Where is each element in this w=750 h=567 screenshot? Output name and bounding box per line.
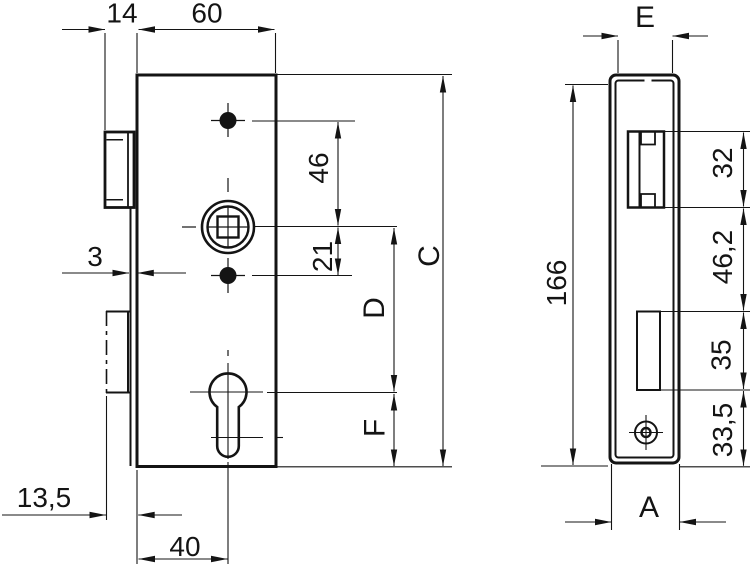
- lock-case-front: [135, 73, 278, 468]
- side-view-dimensions: [541, 32, 750, 530]
- latch-cutout-side: [626, 130, 666, 209]
- label-F: F: [359, 419, 392, 437]
- spindle-hub: [182, 199, 256, 255]
- label-60: 60: [191, 0, 222, 29]
- label-46: 46: [303, 152, 334, 183]
- dim-backset: [136, 462, 229, 564]
- label-33-5: 33,5: [707, 403, 738, 458]
- label-13-5: 13,5: [17, 482, 72, 513]
- dimension-labels: 14 60 3 13,5 40 46 21 C D F E 166 32 46,…: [17, 0, 738, 562]
- latch-bolt-front: [103, 130, 136, 209]
- front-view: [103, 73, 283, 468]
- dim-spindle-to-cylinder: [267, 228, 398, 394]
- deadbolt-front: [105, 310, 130, 394]
- label-40: 40: [169, 531, 200, 562]
- cylinder-hole: [190, 363, 283, 459]
- screw-hole-side: [629, 415, 663, 450]
- label-14: 14: [106, 0, 137, 29]
- dim-bolt-protrusion: [2, 396, 182, 520]
- front-view-dimensions: [2, 26, 452, 564]
- deadbolt-cutout-side: [636, 310, 661, 391]
- screw-hole-bottom: [211, 258, 245, 293]
- label-3: 3: [87, 241, 103, 272]
- label-46-2: 46,2: [707, 230, 738, 285]
- dim-faceplate-width: [583, 32, 708, 73]
- label-35: 35: [706, 339, 737, 370]
- dim-case-width: [138, 26, 277, 73]
- dim-case-height: [277, 76, 452, 468]
- dim-screw-to-spindle: [252, 120, 355, 226]
- dim-total-height: [541, 83, 608, 467]
- dim-latch-protrusion: [62, 26, 138, 130]
- label-E: E: [635, 1, 655, 34]
- label-32: 32: [707, 147, 738, 178]
- label-C: C: [413, 245, 446, 267]
- screw-hole-top: [211, 103, 245, 137]
- label-D: D: [358, 297, 391, 319]
- side-view: [608, 73, 681, 465]
- label-A: A: [639, 491, 659, 524]
- dim-case-depth: [565, 464, 726, 530]
- label-21: 21: [307, 241, 338, 272]
- label-166: 166: [541, 260, 572, 307]
- dim-spindle-to-screw: [252, 225, 397, 277]
- faceplate-seam: [644, 77, 652, 84]
